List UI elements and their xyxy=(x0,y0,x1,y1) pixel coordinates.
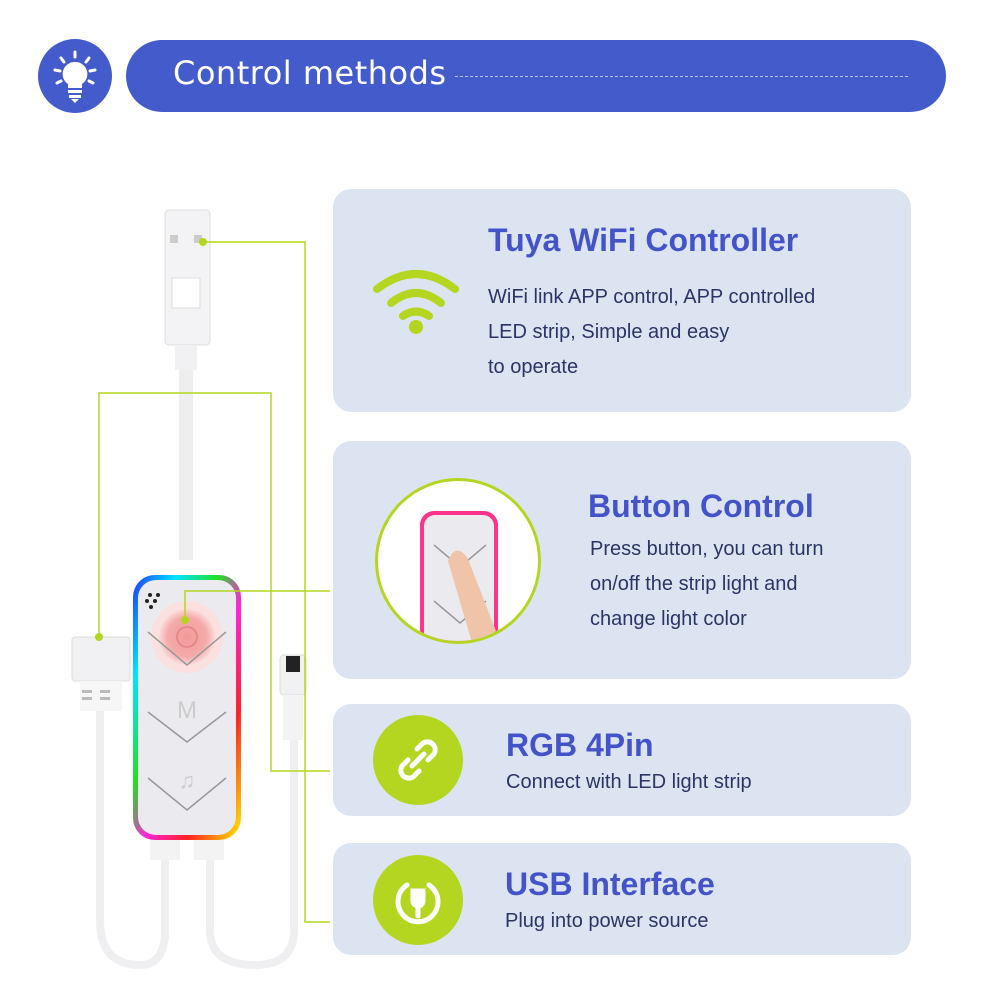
svg-text:♫: ♫ xyxy=(179,768,196,793)
feature-description: Press button, you can turn on/off the st… xyxy=(590,532,823,637)
feature-title: RGB 4Pin xyxy=(506,727,654,763)
description-line: to operate xyxy=(488,356,579,378)
description-line: WiFi link APP control, APP controlled xyxy=(488,286,816,308)
feature-description: WiFi link APP control, APP controlled LE… xyxy=(488,280,815,385)
page-title: Control methods xyxy=(173,54,447,92)
feature-card-rgb: RGB 4Pin Connect with LED light strip xyxy=(333,704,911,816)
description-line: Press button, you can turn xyxy=(590,538,824,560)
feature-card-wifi: Tuya WiFi Controller WiFi link APP contr… xyxy=(333,189,911,412)
finger-press-image xyxy=(375,478,541,644)
feature-card-button: Button Control Press button, you can tur… xyxy=(333,441,911,679)
feature-description: Plug into power source xyxy=(505,910,709,932)
description-line: change light color xyxy=(590,608,747,630)
divider xyxy=(455,76,908,77)
controller-illustration: M ♫ xyxy=(71,209,330,970)
header-banner: Control methods xyxy=(126,40,946,112)
feature-description: Connect with LED light strip xyxy=(506,771,752,793)
feature-title: Button Control xyxy=(588,488,814,524)
description-line: LED strip, Simple and easy xyxy=(488,321,730,343)
link-icon xyxy=(373,715,463,805)
wifi-icon xyxy=(373,270,459,334)
mode-button-label: M xyxy=(177,697,197,724)
feature-title: Tuya WiFi Controller xyxy=(488,222,799,258)
description-line: on/off the strip light and xyxy=(590,573,798,595)
feature-title: USB Interface xyxy=(505,866,715,902)
lightbulb-icon xyxy=(53,50,97,103)
feature-card-usb: USB Interface Plug into power source xyxy=(333,843,911,955)
plug-icon xyxy=(373,855,463,945)
header-icon-badge xyxy=(38,39,112,113)
